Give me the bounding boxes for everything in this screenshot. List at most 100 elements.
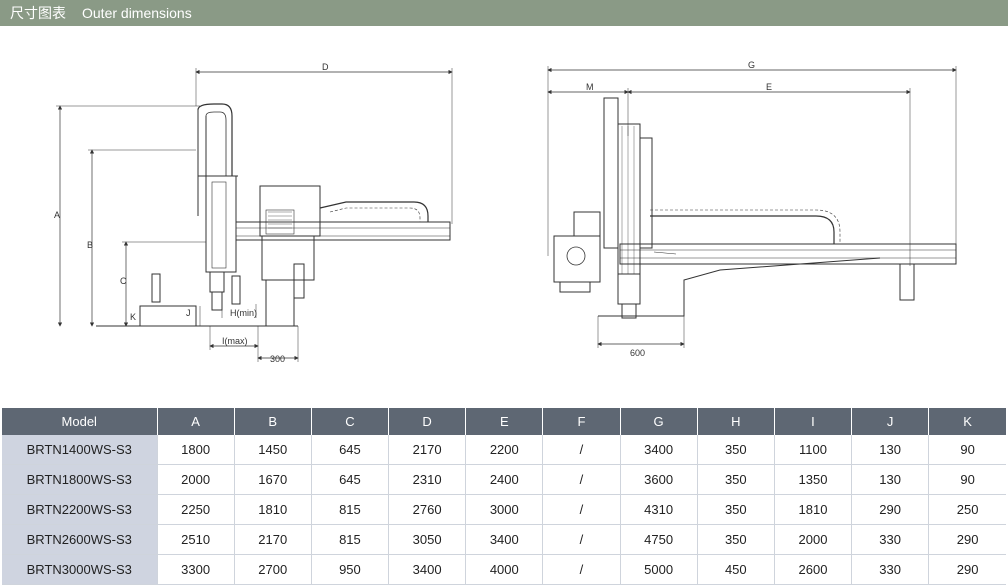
value-cell: 130 — [851, 435, 930, 465]
value-cell: 2400 — [465, 464, 544, 495]
section-title-en: Outer dimensions — [82, 5, 192, 21]
front-view-labels: G M E 600 — [586, 60, 772, 358]
value-cell: 815 — [311, 524, 390, 555]
value-cell: 3400 — [388, 554, 467, 585]
col-header: F — [542, 408, 621, 435]
label-600: 600 — [630, 348, 645, 358]
model-cell: BRTN2200WS-S3 — [2, 494, 158, 525]
value-cell: 1810 — [234, 494, 312, 525]
col-header: K — [928, 408, 1006, 435]
value-cell: 330 — [851, 524, 930, 555]
value-cell: 350 — [697, 524, 775, 555]
label-B: B — [87, 240, 93, 250]
value-cell: 2000 — [774, 524, 853, 555]
value-cell: 1350 — [774, 464, 853, 495]
value-cell: 2760 — [388, 494, 467, 525]
value-cell: 3300 — [157, 554, 235, 585]
value-cell: 2170 — [234, 524, 312, 555]
label-300: 300 — [270, 354, 285, 364]
front-view — [547, 66, 957, 348]
label-C: C — [120, 276, 127, 286]
col-header: C — [311, 408, 390, 435]
model-cell: BRTN2600WS-S3 — [2, 524, 158, 555]
value-cell: 1450 — [234, 435, 312, 465]
label-A: A — [54, 210, 60, 220]
value-cell: 5000 — [620, 554, 698, 585]
label-I-max: I(max) — [222, 336, 248, 346]
value-cell: / — [542, 524, 621, 555]
value-cell: 290 — [851, 494, 930, 525]
value-cell: 350 — [697, 464, 775, 495]
section-header: 尺寸图表 Outer dimensions — [0, 0, 1008, 26]
value-cell: 1670 — [234, 464, 312, 495]
value-cell: 350 — [697, 435, 775, 465]
spec-table: Model A B C D E F G H I J K BRTN1400WS-S… — [2, 408, 1006, 585]
col-header: D — [388, 408, 467, 435]
value-cell: 90 — [928, 464, 1006, 495]
value-cell: 130 — [851, 464, 930, 495]
value-cell: 645 — [311, 464, 390, 495]
value-cell: 1800 — [157, 435, 235, 465]
model-cell: BRTN1800WS-S3 — [2, 464, 158, 495]
col-header: B — [234, 408, 312, 435]
side-view-labels: D A B C K J H(min) I(max) 300 — [54, 62, 329, 364]
label-E: E — [766, 82, 772, 92]
value-cell: 450 — [697, 554, 775, 585]
label-J: J — [186, 308, 191, 318]
label-K: K — [130, 312, 136, 322]
model-cell: BRTN3000WS-S3 — [2, 554, 158, 585]
value-cell: 1100 — [774, 435, 853, 465]
value-cell: 2170 — [388, 435, 467, 465]
value-cell: 4000 — [465, 554, 544, 585]
table-header-row: Model A B C D E F G H I J K — [2, 408, 1006, 435]
col-header: A — [157, 408, 235, 435]
col-header: J — [851, 408, 930, 435]
value-cell: 3000 — [465, 494, 544, 525]
value-cell: / — [542, 554, 621, 585]
value-cell: 290 — [928, 524, 1006, 555]
label-M: M — [586, 82, 594, 92]
col-header: G — [620, 408, 698, 435]
col-header: I — [774, 408, 853, 435]
value-cell: 3050 — [388, 524, 467, 555]
value-cell: 950 — [311, 554, 390, 585]
col-header: E — [465, 408, 544, 435]
value-cell: 4750 — [620, 524, 698, 555]
value-cell: 2310 — [388, 464, 467, 495]
side-view — [56, 68, 453, 362]
value-cell: 90 — [928, 435, 1006, 465]
value-cell: 645 — [311, 435, 390, 465]
col-header: H — [697, 408, 775, 435]
value-cell: / — [542, 494, 621, 525]
value-cell: 2250 — [157, 494, 235, 525]
value-cell: 2200 — [465, 435, 544, 465]
value-cell: 290 — [928, 554, 1006, 585]
value-cell: 350 — [697, 494, 775, 525]
value-cell: / — [542, 435, 621, 465]
value-cell: 3400 — [465, 524, 544, 555]
col-header: Model — [2, 408, 158, 435]
value-cell: 2600 — [774, 554, 853, 585]
label-H-min: H(min) — [230, 308, 257, 318]
value-cell: 4310 — [620, 494, 698, 525]
label-D: D — [322, 62, 329, 72]
section-title-cn: 尺寸图表 — [10, 5, 66, 21]
value-cell: 250 — [928, 494, 1006, 525]
value-cell: 2000 — [157, 464, 235, 495]
label-G: G — [748, 60, 755, 70]
value-cell: 815 — [311, 494, 390, 525]
value-cell: 3400 — [620, 435, 698, 465]
value-cell: 1810 — [774, 494, 853, 525]
dimension-drawing: D A B C K J H(min) I(max) 300 — [54, 60, 957, 364]
value-cell: / — [542, 464, 621, 495]
value-cell: 2510 — [157, 524, 235, 555]
value-cell: 3600 — [620, 464, 698, 495]
value-cell: 330 — [851, 554, 930, 585]
model-cell: BRTN1400WS-S3 — [2, 435, 158, 465]
